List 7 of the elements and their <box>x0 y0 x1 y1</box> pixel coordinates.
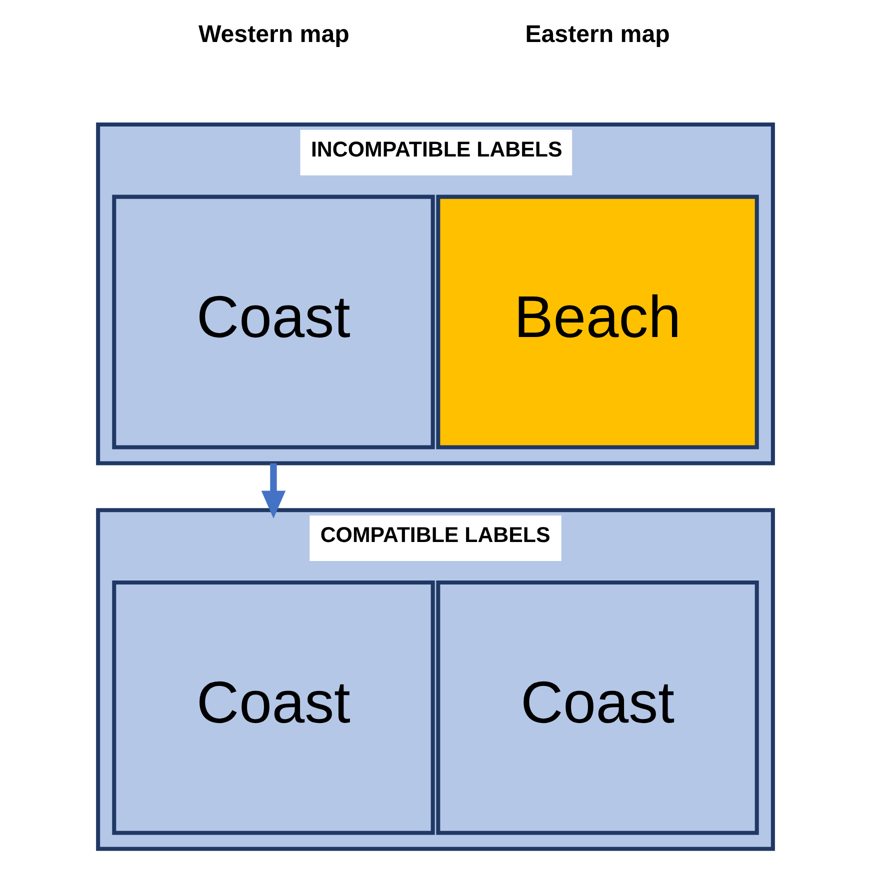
node-box: Beach <box>436 194 758 450</box>
label: Western map <box>198 21 349 48</box>
node-box: Coast <box>112 194 434 450</box>
node-box: Coast <box>436 580 758 835</box>
arrow <box>260 463 286 518</box>
node-box: Coast <box>112 580 434 835</box>
label: Eastern map <box>524 21 670 48</box>
